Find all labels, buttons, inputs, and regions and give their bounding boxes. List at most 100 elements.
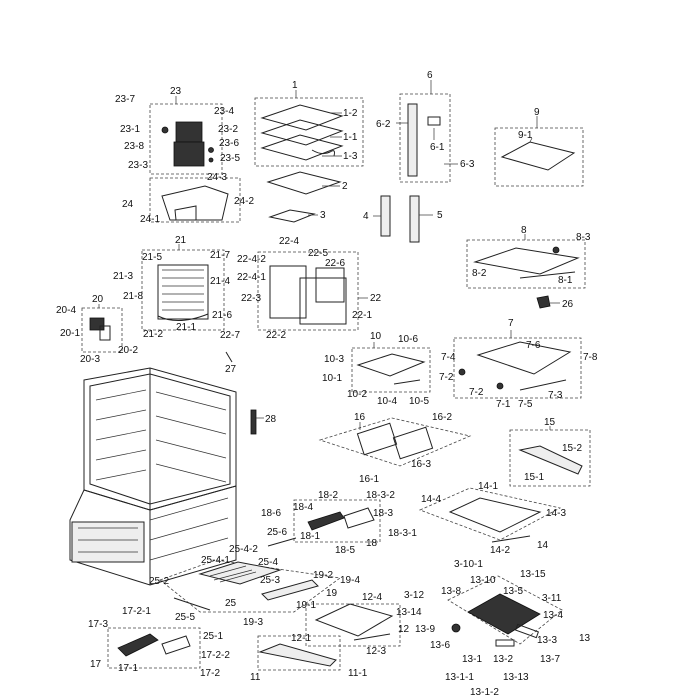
label-25-3: 25-3 bbox=[260, 575, 280, 586]
label-15: 15 bbox=[544, 417, 556, 428]
label-21-5: 21-5 bbox=[142, 252, 162, 263]
label-22: 22 bbox=[370, 293, 382, 304]
label-6-2: 6-2 bbox=[376, 119, 391, 130]
part-28 bbox=[250, 409, 257, 435]
rail-6-2 bbox=[407, 103, 418, 177]
label-23-7: 23-7 bbox=[115, 94, 135, 105]
label-12-1: 12-1 bbox=[291, 633, 311, 644]
part-group-8 bbox=[466, 234, 586, 289]
label-22-4-1: 22-4-1 bbox=[237, 272, 266, 283]
evaporator-fins bbox=[162, 269, 204, 311]
label-7-8: 7-8 bbox=[583, 352, 598, 363]
rail-19 bbox=[261, 579, 319, 601]
panel-18-3 bbox=[343, 507, 375, 529]
label-13-7: 13-7 bbox=[540, 654, 560, 665]
label-23-6: 23-6 bbox=[219, 138, 239, 149]
label-22-4: 22-4 bbox=[279, 236, 299, 247]
label-22-3: 22-3 bbox=[241, 293, 261, 304]
label-18-3-1: 18-3-1 bbox=[388, 528, 417, 539]
label-13-9: 13-9 bbox=[415, 624, 435, 635]
label-18-4: 18-4 bbox=[293, 502, 313, 513]
label-15-1: 15-1 bbox=[524, 472, 544, 483]
label-21-4: 21-4 bbox=[210, 276, 230, 287]
drawer-14-1 bbox=[448, 497, 542, 533]
label-17-1: 17-1 bbox=[118, 663, 138, 674]
label-25-4: 25-4 bbox=[258, 557, 278, 568]
label-23-3: 23-3 bbox=[128, 160, 148, 171]
label-14-1: 14-1 bbox=[478, 481, 498, 492]
fan-cover-22-6 bbox=[315, 267, 345, 303]
label-12-3: 12-3 bbox=[366, 646, 386, 657]
label-3-11: 3-11 bbox=[542, 593, 562, 604]
label-18-2: 18-2 bbox=[318, 490, 338, 501]
label-17-3: 17-3 bbox=[88, 619, 108, 630]
part-group-22 bbox=[257, 251, 368, 331]
label-25-6: 25-6 bbox=[267, 527, 287, 538]
label-9: 9 bbox=[534, 107, 540, 118]
label-15-2: 15-2 bbox=[562, 443, 582, 454]
label-3-12: 3-12 bbox=[404, 590, 424, 601]
label-17-2-2: 17-2-2 bbox=[201, 650, 230, 661]
label-13-13: 13-13 bbox=[503, 672, 529, 683]
shelf-8 bbox=[473, 247, 580, 275]
label-16-3: 16-3 bbox=[411, 459, 431, 470]
label-7-4: 7-4 bbox=[441, 352, 456, 363]
label-19-4: 19-4 bbox=[340, 575, 360, 586]
label-21-8: 21-8 bbox=[123, 291, 143, 302]
label-6-1: 6-1 bbox=[430, 142, 445, 153]
ice-maker-23-2 bbox=[175, 121, 203, 143]
label-18-5: 18-5 bbox=[335, 545, 355, 556]
evaporator-21 bbox=[157, 264, 209, 320]
label-22-4-2: 22-4-2 bbox=[237, 254, 266, 265]
part-group-11 bbox=[257, 635, 341, 671]
plate-1-3 bbox=[260, 134, 344, 161]
plate-1-1 bbox=[260, 119, 344, 146]
label-19-1: 19-1 bbox=[296, 600, 316, 611]
label-13-8: 13-8 bbox=[441, 586, 461, 597]
shelf-7 bbox=[476, 341, 572, 375]
freezer-section bbox=[69, 485, 237, 586]
damper-20-2 bbox=[99, 325, 111, 341]
part-group-6 bbox=[396, 80, 458, 183]
bracket-6-1 bbox=[427, 116, 441, 126]
label-8-2: 8-2 bbox=[472, 268, 487, 279]
ice-maker-body-23-8 bbox=[173, 141, 205, 167]
label-25: 25 bbox=[225, 598, 237, 609]
label-7-2a: 7-2 bbox=[439, 372, 454, 383]
panel-17 bbox=[117, 633, 159, 657]
label-23-2: 23-2 bbox=[218, 124, 238, 135]
label-10-4: 10-4 bbox=[377, 396, 397, 407]
label-24: 24 bbox=[122, 199, 134, 210]
label-17-2: 17-2 bbox=[200, 668, 220, 679]
label-19-2: 19-2 bbox=[313, 570, 333, 581]
label-3: 3 bbox=[320, 210, 326, 221]
label-14-4: 14-4 bbox=[421, 494, 441, 505]
fan-cover-22-1 bbox=[299, 277, 347, 325]
label-25-4-2: 25-4-2 bbox=[229, 544, 258, 555]
label-13: 13 bbox=[579, 633, 591, 644]
label-13-4: 13-4 bbox=[543, 610, 563, 621]
part-group-16 bbox=[318, 417, 472, 467]
label-3-10-1: 3-10-1 bbox=[454, 559, 483, 570]
label-27: 27 bbox=[225, 364, 237, 375]
part-group-15 bbox=[509, 426, 591, 487]
label-14: 14 bbox=[537, 540, 549, 551]
label-1-3: 1-3 bbox=[343, 151, 358, 162]
label-21: 21 bbox=[175, 235, 187, 246]
label-19: 19 bbox=[326, 588, 338, 599]
label-28: 28 bbox=[265, 414, 277, 425]
label-14-3: 14-3 bbox=[546, 508, 566, 519]
panel-18-1 bbox=[307, 511, 345, 531]
trim-7-5 bbox=[519, 379, 567, 391]
ice-bucket-24 bbox=[161, 185, 229, 221]
label-23-4: 23-4 bbox=[214, 106, 234, 117]
label-8-3: 8-3 bbox=[576, 232, 591, 243]
label-12-4: 12-4 bbox=[362, 592, 382, 603]
label-7-2b: 7-2 bbox=[469, 387, 484, 398]
label-8-1: 8-1 bbox=[558, 275, 573, 286]
part-26 bbox=[536, 295, 560, 309]
rail-4 bbox=[380, 195, 391, 237]
label-24-3: 24-3 bbox=[207, 172, 227, 183]
label-16-2: 16-2 bbox=[432, 412, 452, 423]
wire-harness bbox=[311, 149, 335, 157]
